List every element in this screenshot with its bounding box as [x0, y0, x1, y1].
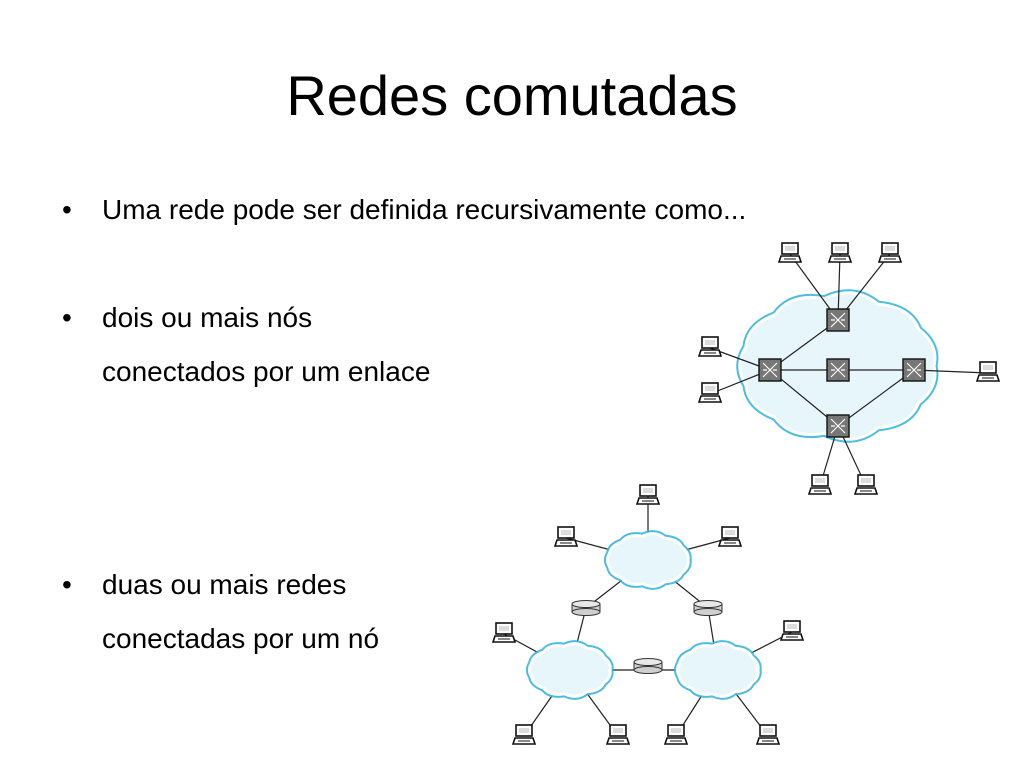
router-icon — [693, 600, 723, 616]
bullet-text: duas ou mais redes — [102, 569, 347, 600]
bullet-marker: • — [62, 302, 72, 333]
computer-icon — [877, 242, 903, 263]
switch-icon — [826, 308, 850, 332]
computer-icon — [717, 526, 743, 547]
router-icon — [571, 600, 601, 616]
computer-icon — [605, 724, 631, 745]
computer-icon — [807, 474, 833, 495]
bullet-text: dois ou mais nós — [102, 302, 313, 333]
network-link — [837, 369, 915, 427]
computer-icon — [975, 361, 1001, 382]
computer-icon — [697, 336, 723, 357]
computer-icon — [779, 620, 805, 641]
cloud-icon — [525, 640, 614, 700]
bullet-item: • dois ou mais nós conectados por um enl… — [62, 301, 430, 389]
bullet-item: • duas ou mais redes conectadas por um n… — [62, 568, 379, 656]
computer-icon — [635, 484, 661, 505]
computer-icon — [491, 622, 517, 643]
computer-icon — [553, 526, 579, 547]
router-icon — [633, 658, 663, 674]
bullet-marker: • — [62, 569, 72, 600]
switch-icon — [758, 358, 782, 382]
internetwork-diagram — [491, 484, 805, 745]
slide-title: Redes comutadas — [286, 64, 738, 127]
bullet-text-continuation: conectadas por um nó — [102, 623, 380, 654]
bullet-item: • Uma rede pode ser definida recursivame… — [62, 193, 746, 227]
bullet-marker: • — [62, 194, 72, 225]
computer-icon — [755, 724, 781, 745]
switch-icon — [902, 358, 926, 382]
bullet-text-continuation: conectados por um enlace — [102, 356, 431, 387]
computer-icon — [697, 382, 723, 403]
network-link — [913, 369, 989, 374]
bullet-text: Uma rede pode ser definida recursivament… — [102, 194, 747, 225]
cloud-icon — [603, 530, 692, 590]
computer-icon — [777, 242, 803, 263]
switched-network-diagram — [697, 242, 1001, 495]
switch-icon — [826, 358, 850, 382]
cloud-icon — [673, 640, 762, 700]
computer-icon — [511, 724, 537, 745]
switch-icon — [826, 414, 850, 438]
computer-icon — [853, 474, 879, 495]
computer-icon — [827, 242, 853, 263]
computer-icon — [663, 724, 689, 745]
